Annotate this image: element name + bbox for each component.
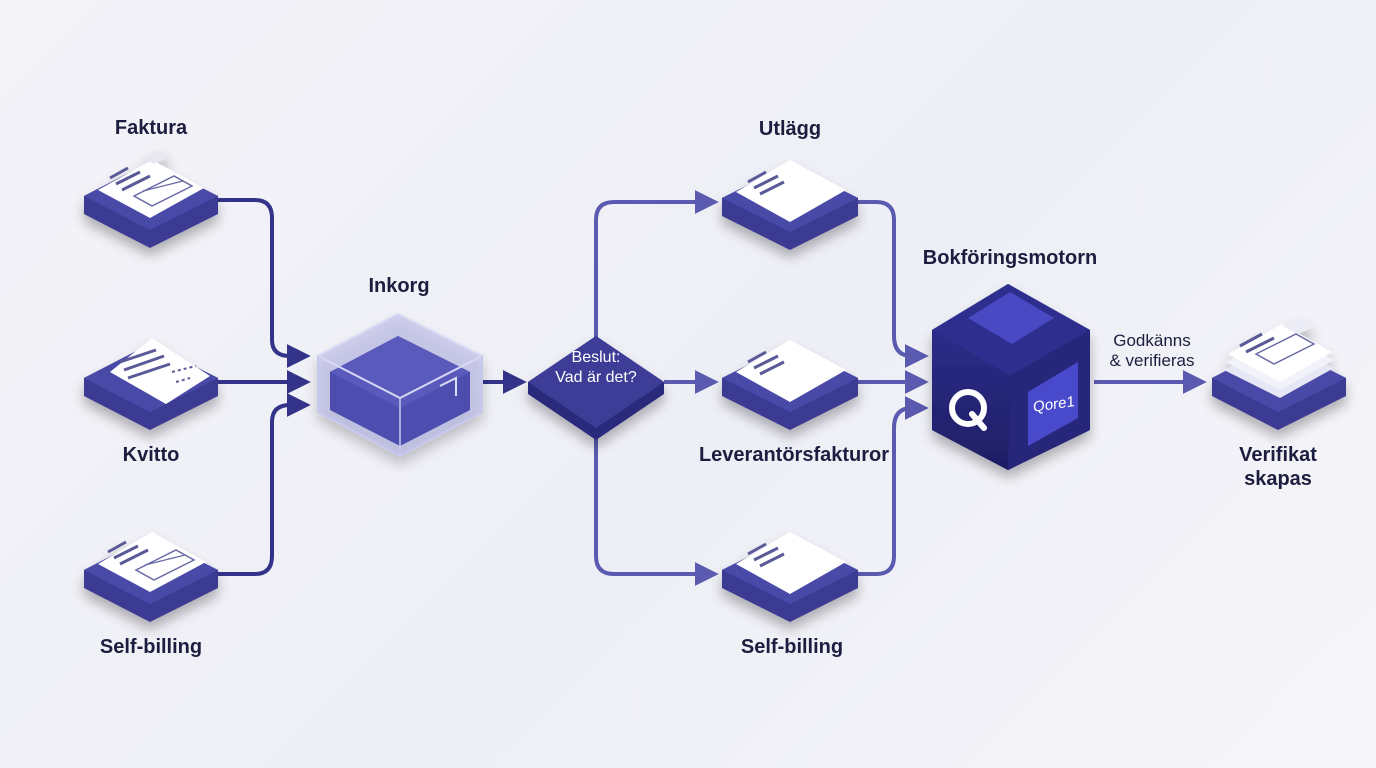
self-billing-out-document-icon	[722, 532, 858, 622]
accounting-engine-cube-icon	[932, 284, 1090, 470]
leverantorsfakturor-label: Leverantörsfakturor	[698, 444, 890, 466]
faktura-label: Faktura	[114, 117, 188, 139]
decision-text-line2: Vad är det?	[555, 369, 637, 386]
receipt-icon	[84, 338, 218, 430]
inbox-label: Inkorg	[368, 275, 430, 297]
utlagg-document-icon	[722, 160, 858, 250]
approval-note-line2: & verifieras	[1109, 351, 1195, 370]
leverantorsfakturor-document-icon	[722, 340, 858, 430]
connector-decision-to-self-billing	[594, 425, 719, 586]
result-label-line2: skapas	[1244, 468, 1312, 490]
connector-faktura-to-inbox	[218, 198, 311, 368]
connector-utlagg-to-engine	[858, 200, 929, 368]
verification-stack-icon	[1212, 318, 1346, 430]
self-billing-document-icon	[84, 532, 218, 622]
kvitto-label: Kvitto	[122, 444, 180, 466]
approval-note-line1: Godkänns	[1113, 331, 1191, 350]
connector-decision-to-utlagg	[594, 190, 719, 340]
engine-label: Bokföringsmotorn	[922, 247, 1098, 269]
invoice-document-icon	[84, 150, 218, 248]
self-billing-input-label: Self-billing	[99, 636, 203, 658]
utlagg-label: Utlägg	[758, 118, 822, 140]
self-billing-output-label: Self-billing	[740, 636, 844, 658]
decision-diamond	[528, 336, 664, 440]
connector-self-billing-to-inbox	[218, 393, 311, 576]
inbox-tray-icon	[315, 312, 485, 458]
connector-self-billing-out-to-engine	[858, 396, 929, 576]
decision-text-line1: Beslut:	[571, 349, 621, 366]
result-label-line1: Verifikat	[1239, 444, 1317, 466]
